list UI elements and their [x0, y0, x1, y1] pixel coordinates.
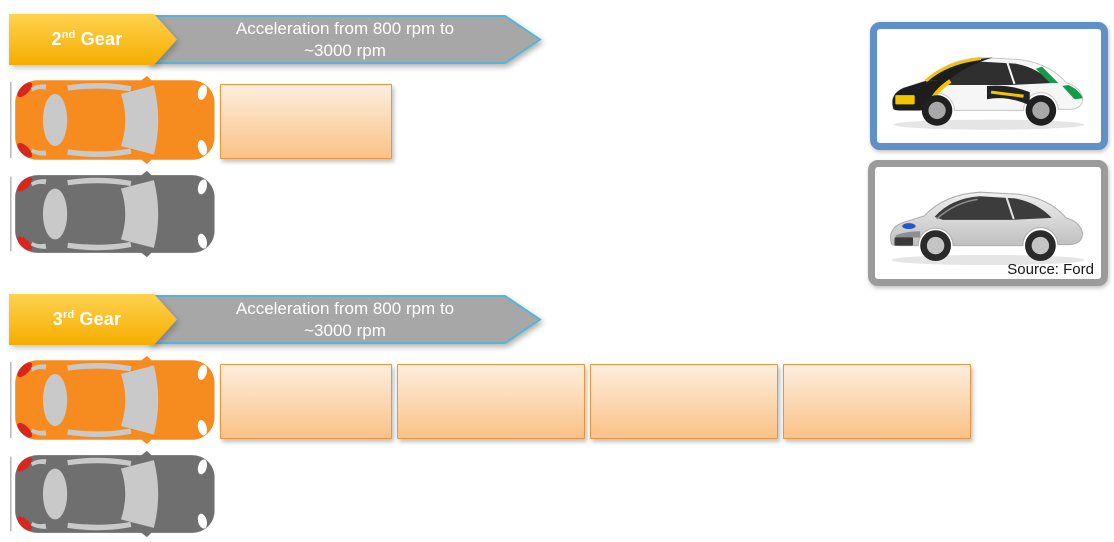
gear-word: Gear — [80, 29, 123, 49]
arrow-text-line1: Acceleration from 800 rpm to — [235, 19, 455, 39]
car-top-view-gray — [10, 170, 218, 258]
photo-silver-focus: Source: Ford — [868, 160, 1108, 286]
continental-car-illustration — [891, 56, 1085, 130]
acceleration-bar-row — [220, 364, 971, 439]
car-top-view-gray — [10, 450, 218, 538]
acceleration-bar — [220, 84, 392, 159]
acceleration-arrow-text: Acceleration from 800 rpm to ~3000 rpm — [190, 15, 500, 64]
source-caption: Source: Ford — [1007, 261, 1094, 278]
gear-number: 3 — [52, 309, 63, 329]
gear-number: 2 — [51, 29, 62, 49]
arrow-text-line2: ~3000 rpm — [304, 320, 386, 340]
arrow-text-line1: Acceleration from 800 rpm to — [235, 299, 455, 319]
acceleration-bar — [590, 364, 778, 439]
silver-car-illustration — [890, 191, 1085, 266]
gear-flag-shape — [9, 294, 177, 345]
acceleration-bar — [783, 364, 971, 439]
photo-continental-focus — [870, 22, 1108, 150]
acceleration-bar — [397, 364, 585, 439]
acceleration-bar-row — [220, 84, 392, 159]
car-top-view-orange — [10, 355, 218, 445]
gear-word: Gear — [79, 309, 122, 329]
car-top-view-orange — [10, 75, 218, 165]
arrow-text-line2: ~3000 rpm — [304, 40, 386, 60]
acceleration-bar — [220, 364, 392, 439]
gear-flag-shape — [9, 14, 177, 65]
acceleration-arrow-text: Acceleration from 800 rpm to ~3000 rpm — [190, 295, 500, 344]
